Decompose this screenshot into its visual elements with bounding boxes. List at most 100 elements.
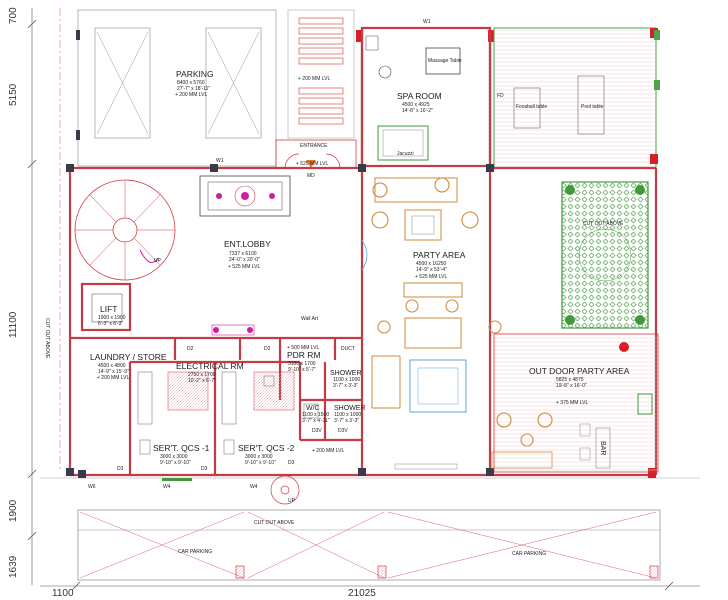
- bar-label: BAR: [599, 441, 606, 455]
- outdoor-size: 5825 x 4875: [556, 377, 584, 383]
- dim-1639: 1639: [8, 555, 19, 578]
- outdoor-imperial: 19'-8" x 16'-0": [556, 383, 587, 389]
- d3v-label-b: D3V: [338, 428, 348, 434]
- jacuzzi-label: Jacuzzi: [397, 151, 414, 157]
- w6-label: W6: [88, 484, 96, 490]
- dim-21025: 21025: [348, 588, 376, 599]
- lobby-size: 7337 x 6100: [229, 251, 257, 257]
- electrical-size: 2750 x 1700: [188, 372, 216, 378]
- fd-label: FD: [497, 93, 504, 99]
- foosball-label: Foosball table: [516, 104, 547, 110]
- cutout-side-label: CUT OUT ABOVE: [583, 221, 624, 227]
- shower1-imperial: 3'-7" x 3'-3": [333, 383, 358, 389]
- electrical-title: ELECTRICAL RM: [176, 361, 244, 371]
- w1-mid-label: W1: [216, 158, 224, 164]
- dim-1100: 1100: [52, 588, 74, 599]
- qcs2-imperial: 9'-10" x 9'-10": [245, 460, 276, 466]
- dim-5150: 5150: [8, 83, 19, 106]
- lobby-level: + 525 MM LVL: [228, 264, 261, 270]
- party-size: 4500 x 16250: [416, 261, 447, 267]
- spa-imperial: 14'-8" x 16'-2": [402, 108, 433, 114]
- car-parking-2-label: CAR PARKING: [512, 551, 546, 557]
- stair-up-label: UP: [154, 258, 162, 264]
- cutout-planter: [561, 181, 649, 329]
- laundry-title: LAUNDRY / STORE: [90, 352, 167, 362]
- outdoor-level: + 375 MM LVL: [556, 400, 589, 406]
- qcs2-size: 3000 x 3000: [245, 454, 273, 460]
- laundry-imperial: 14'-9" x 15'-9": [98, 369, 129, 375]
- wc-imperial: 3'-7" x 4'-11": [302, 418, 330, 424]
- dim-700: 700: [8, 7, 19, 24]
- cutout-bottom-label: CUT OUT ABOVE: [254, 520, 295, 526]
- spa-size: 4500 x 4925: [402, 102, 430, 108]
- lobby-imperial: 24'-0" x 20'-0": [229, 257, 260, 263]
- d2-label-a: D2: [187, 346, 194, 352]
- parking-title: PARKING: [176, 69, 214, 79]
- pdr-imperial: 9'-10" x 5'-7": [288, 367, 316, 373]
- lobby-title: ENT.LOBBY: [224, 239, 271, 249]
- parking-imperial: 27'-7" x 18'-11": [177, 86, 210, 92]
- entrance-title: ENTRANCE: [300, 143, 328, 149]
- top-level-label: + 200 MM LVL: [298, 76, 331, 82]
- electrical-imperial: 10'-2" x 6'-7": [188, 378, 216, 384]
- w4-label-a: W4: [163, 484, 171, 490]
- pdr-title: PDR RM: [287, 350, 321, 360]
- lift-title: LIFT: [100, 304, 117, 314]
- qcs1-title: SER'T. QCS -1: [153, 443, 210, 453]
- dim-1900: 1900: [8, 499, 19, 522]
- party-level: + 525 MM LVL: [415, 274, 448, 280]
- d3v-label-a: D3V: [312, 428, 322, 434]
- spa-title: SPA ROOM: [397, 91, 442, 101]
- spiral-staircase: [74, 179, 176, 281]
- shower1-size: 1100 x 1000: [333, 377, 360, 383]
- laundry-level: + 200 MM LVL: [97, 375, 130, 381]
- w1-top-label: W1: [423, 19, 431, 25]
- d2-label-b: D2: [264, 346, 271, 352]
- service-block: [70, 336, 362, 475]
- qcs2-title: SER'T. QCS -2: [238, 443, 295, 453]
- shower2-size: 1100 x 1000: [334, 412, 361, 418]
- entrance: [275, 139, 357, 169]
- party-imperial: 14'-9" x 53'-4": [416, 267, 447, 273]
- shower2-title: SHOWER: [334, 405, 366, 412]
- qcs1-imperial: 9'-10" x 9'-10": [160, 460, 191, 466]
- qcs1-size: 3000 x 3000: [160, 454, 188, 460]
- wc-title: W/C: [306, 405, 320, 412]
- pdr-size: 3100 x 1700: [288, 361, 316, 367]
- dim-11100: 11100: [8, 311, 19, 338]
- car-parking-strip: [77, 509, 661, 581]
- bottom-stair: [162, 475, 300, 505]
- shower2-imperial: 3'-7" x 3'-3": [334, 418, 359, 424]
- pool-table-label: Pool table: [581, 104, 603, 110]
- d3-label-c: D3: [288, 460, 295, 466]
- d3-label-a: D3: [117, 466, 124, 472]
- shower1-title: SHOWER: [330, 370, 362, 377]
- massage-table-label: Massage Table: [428, 58, 462, 64]
- wc-size: 1100 x 1500: [302, 412, 329, 418]
- d3-label-b: D3: [201, 466, 208, 472]
- md-label: MD: [307, 173, 315, 179]
- games-deck: [493, 27, 660, 169]
- pdr-level: + 500 MM LVL: [287, 345, 320, 351]
- top-stair-strip: [287, 9, 355, 139]
- laundry-size: 4500 x 4800: [98, 363, 126, 369]
- lift-imperial: 6'-3" x 6'-3": [98, 321, 123, 327]
- parking-level: + 200 MM LVL: [175, 92, 208, 98]
- outdoor-party-area: [493, 333, 659, 473]
- duct-label: DUCT: [341, 346, 355, 352]
- parking-area: [76, 9, 277, 167]
- lift-size: 1900 x 1900: [98, 315, 126, 321]
- bottom-up-label: UP: [288, 498, 296, 504]
- w4-label-b: W4: [250, 484, 258, 490]
- wall-art-label: Wall Art: [301, 316, 319, 322]
- lobby: [199, 175, 291, 217]
- wall-art-strip: [211, 324, 255, 336]
- lift: [80, 282, 132, 332]
- party-title: PARTY AREA: [413, 250, 466, 260]
- level-200-label: + 200 MM LVL: [312, 448, 345, 454]
- dimension-lines: [27, 8, 700, 591]
- parking-size: 8400 x 5760: [177, 80, 205, 86]
- car-parking-1-label: CAR PARKING: [178, 549, 212, 555]
- entrance-level: + 525 MM LVL: [296, 161, 329, 167]
